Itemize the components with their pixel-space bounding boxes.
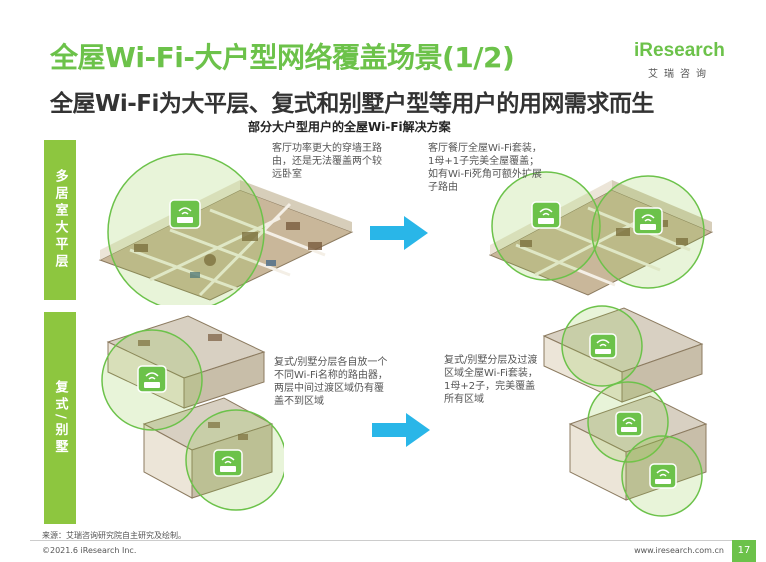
arrow-right-icon xyxy=(370,216,428,250)
iresearch-logo: iResearch 艾瑞咨询 xyxy=(630,40,726,90)
category-band-duplex: 复式/别墅 xyxy=(44,312,76,524)
page-title: 全屋Wi-Fi-大户型网络覆盖场景(1/2) xyxy=(50,41,515,74)
duplex-before-note: 复式/别墅分层各自放一个不同Wi-Fi名称的路由器，两层中间过渡区域仍有覆盖不到… xyxy=(274,357,388,407)
category-label-flat: 多居室大平层 xyxy=(52,169,68,271)
router-icon xyxy=(137,365,167,393)
router-icon xyxy=(531,201,561,229)
duplex-plan-after xyxy=(542,305,708,517)
category-band-flat: 多居室大平层 xyxy=(44,140,76,300)
flat-after-note: 客厅餐厅全屋Wi-Fi套装，1母+1子完美全屋覆盖；如有Wi-Fi死角可额外扩展… xyxy=(428,143,542,193)
footer-divider xyxy=(30,540,752,541)
page-subtitle: 全屋Wi-Fi为大平层、复式和别墅户型等用户的用网需求而生 xyxy=(50,91,654,117)
flat-plan-before xyxy=(98,153,354,305)
router-icon xyxy=(589,333,617,359)
router-icon xyxy=(169,199,201,229)
coverage-circle xyxy=(107,153,265,305)
logo-text: iResearch xyxy=(634,40,725,61)
duplex-plan-before xyxy=(101,315,284,511)
footer-url: www.iresearch.com.cn xyxy=(634,546,724,555)
logo-subtext: 艾瑞咨询 xyxy=(648,69,712,80)
section-title: 部分大户型用户的全屋Wi-Fi解决方案 xyxy=(248,120,451,134)
router-icon xyxy=(649,463,677,489)
footer-copyright: ©2021.6 iResearch Inc. xyxy=(42,546,137,555)
router-icon xyxy=(213,449,243,477)
page-number: 17 xyxy=(732,540,756,562)
arrow-right-icon xyxy=(372,413,430,447)
footer-source: 来源：艾瑞咨询研究院自主研究及绘制。 xyxy=(42,531,186,540)
router-icon xyxy=(615,411,643,437)
flat-plan-after xyxy=(488,171,714,296)
router-icon xyxy=(633,207,663,235)
flat-before-note: 客厅功率更大的穿墙王路由，还是无法覆盖两个较远卧室 xyxy=(272,143,382,180)
duplex-after-note: 复式/别墅分层及过渡区域全屋Wi-Fi套装，1母+2子，完美覆盖所有区域 xyxy=(444,355,538,405)
category-label-duplex: 复式/别墅 xyxy=(52,379,68,457)
